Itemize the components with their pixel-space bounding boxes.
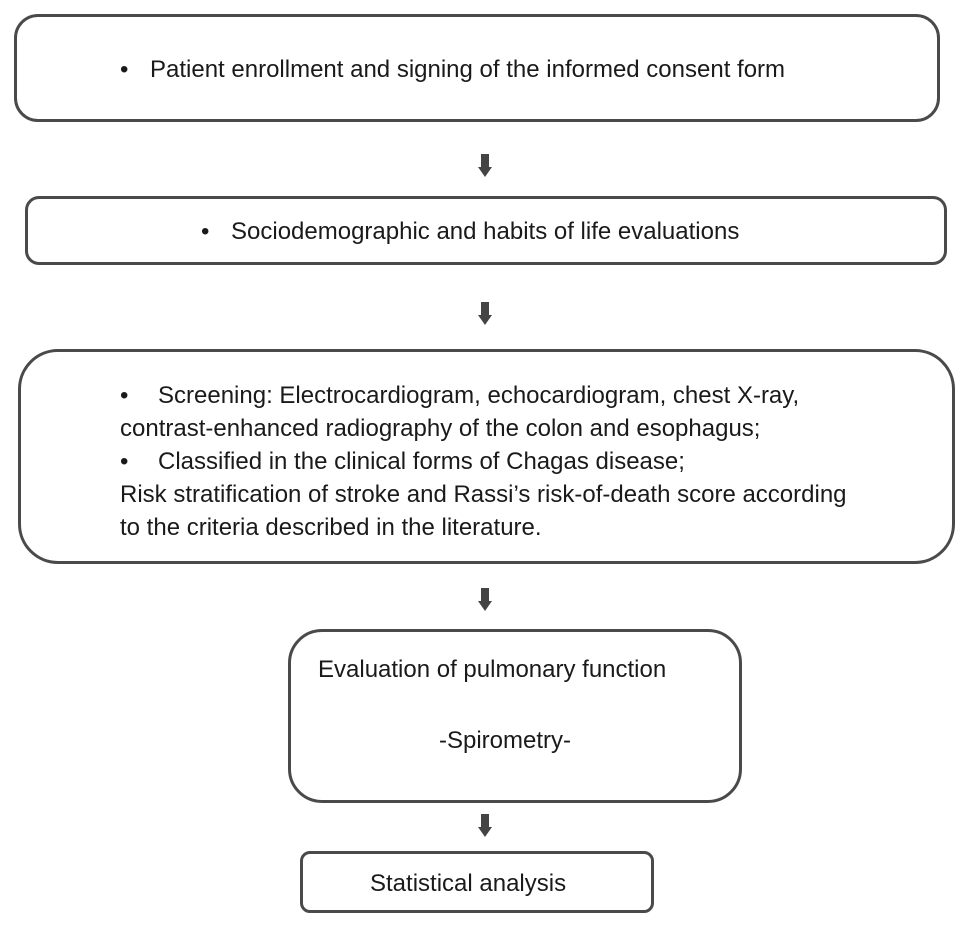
step-patient-enrollment-text: Patient enrollment and signing of the in… [150,56,786,83]
step-screening [18,349,955,564]
step-pulmonary-function [288,629,742,803]
down-arrow-icon [478,302,492,326]
statistical-analysis-label: Statistical analysis [370,870,567,897]
screening-line-2: contrast-enhanced radiography of the col… [120,415,760,443]
screening-text-2: contrast-enhanced radiography of the col… [120,415,761,442]
screening-line-1: • Screening: Electrocardiogram, echocardi… [120,382,799,410]
screening-text-1: Screening: Electrocardiogram, echocardio… [158,382,800,409]
down-arrow-icon [478,588,492,612]
bullet-icon: • [120,448,129,475]
down-arrow-icon [478,154,492,178]
screening-text-4: Risk stratification of stroke and Rassi’… [120,481,847,508]
step-sociodemographic-evaluation [25,196,947,265]
screening-line-5: to the criteria described in the literat… [120,514,542,542]
screening-line-3: • Classified in the clinical forms of Cha… [120,448,685,476]
bullet-icon: • [120,382,129,409]
step-sociodemographic-text: Sociodemographic and habits of life eval… [231,218,740,245]
bullet-icon: • [201,218,210,245]
down-arrow-icon [478,814,492,838]
step-patient-enrollment [14,14,940,122]
screening-text-3: Classified in the clinical forms of Chag… [158,448,685,475]
screening-line-4: Risk stratification of stroke and Rassi’… [120,481,847,509]
pulmonary-function-title: Evaluation of pulmonary function [318,656,667,683]
pulmonary-function-subtitle: -Spirometry- [439,727,572,754]
screening-text-5: to the criteria described in the literat… [120,514,542,541]
step-patient-enrollment-label: • Patient enrollment and signing of the i… [120,56,785,84]
bullet-icon: • [120,56,129,83]
step-statistical-analysis [300,851,654,913]
step-sociodemographic-label: • Sociodemographic and habits of life eva… [201,218,739,246]
